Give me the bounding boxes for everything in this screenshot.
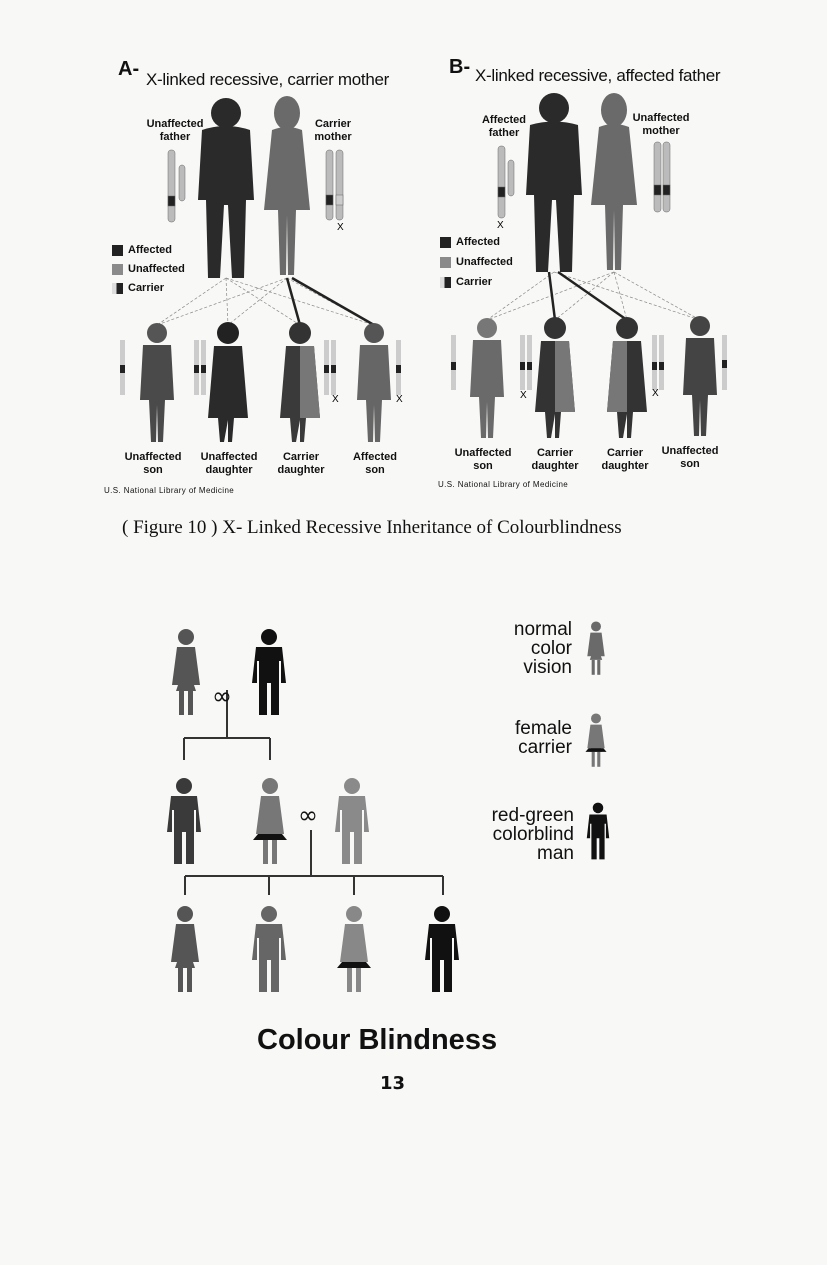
- key-affected: Affected: [440, 236, 513, 248]
- pedigree-gen3-daughter: [168, 906, 202, 992]
- legend-normal-figure: [585, 621, 607, 675]
- panel-b-mother-figure: [591, 93, 637, 270]
- key-unaffected: Unaffected: [112, 263, 185, 275]
- panel-b-letter: B-: [449, 56, 471, 78]
- pedigree-gen1-mother: [169, 629, 203, 715]
- key-carrier: Carrier: [440, 276, 513, 288]
- svg-text:X: X: [520, 390, 527, 401]
- marriage-symbol-2: ∞: [298, 801, 318, 829]
- svg-text:X: X: [396, 394, 403, 405]
- pedigree-title: Colour Blindness: [257, 1024, 498, 1056]
- panel-a-credit: U.S. National Library of Medicine: [104, 486, 235, 495]
- panel-b-illustration: X X X: [451, 93, 727, 438]
- svg-text:X: X: [332, 394, 339, 405]
- figure-caption: ( Figure 10 ) X- Linked Recessive Inheri…: [122, 517, 622, 538]
- page-number: 13: [380, 1073, 406, 1094]
- key-carrier: Carrier: [112, 282, 185, 294]
- pedigree-gen3-son: [252, 906, 286, 992]
- panel-a-key: Affected Unaffected Carrier: [112, 244, 185, 294]
- panel-b-child-4: [683, 316, 727, 436]
- svg-text:X: X: [652, 388, 659, 399]
- panel-b-key: Affected Unaffected Carrier: [440, 236, 513, 288]
- pedigree-gen2-son: [167, 778, 201, 864]
- panel-a-illustration: X X X: [120, 96, 403, 442]
- pedigree-gen3-colorblind-son: [425, 906, 459, 992]
- panel-b-child-3: X: [607, 317, 664, 438]
- legend-colorblind-figure: [586, 802, 610, 860]
- pedigree-gen2-carrier-daughter: [253, 778, 287, 864]
- pedigree-gen2-husband: [335, 778, 369, 864]
- panel-a-child-4: X: [357, 323, 403, 442]
- pedigree-gen3-carrier-daughter: [337, 906, 371, 992]
- panel-a-letter: A-: [118, 58, 140, 80]
- panel-b-x-mark: X: [497, 220, 504, 231]
- panel-a-child-1: [120, 323, 174, 442]
- panel-a-title: X-linked recessive, carrier mother: [146, 70, 389, 89]
- panel-b-child-2: X: [520, 317, 575, 438]
- panel-a-child-3: X: [280, 322, 339, 442]
- panel-b-child-1: [451, 318, 504, 438]
- panel-a-x-mark: X: [337, 222, 344, 233]
- panel-a-father-figure: [198, 98, 254, 278]
- key-affected: Affected: [112, 244, 185, 256]
- legend-carrier-figure: [585, 713, 607, 767]
- panel-b-father-figure: [526, 93, 582, 272]
- key-unaffected: Unaffected: [440, 256, 513, 268]
- panel-a-child-2: [194, 322, 248, 442]
- marriage-symbol-1: ∞: [212, 682, 232, 710]
- panel-b-credit: U.S. National Library of Medicine: [438, 480, 569, 489]
- pedigree-gen1-father: [252, 629, 286, 715]
- panel-b-title: X-linked recessive, affected father: [475, 66, 721, 85]
- panel-a-mother-figure: [264, 96, 310, 275]
